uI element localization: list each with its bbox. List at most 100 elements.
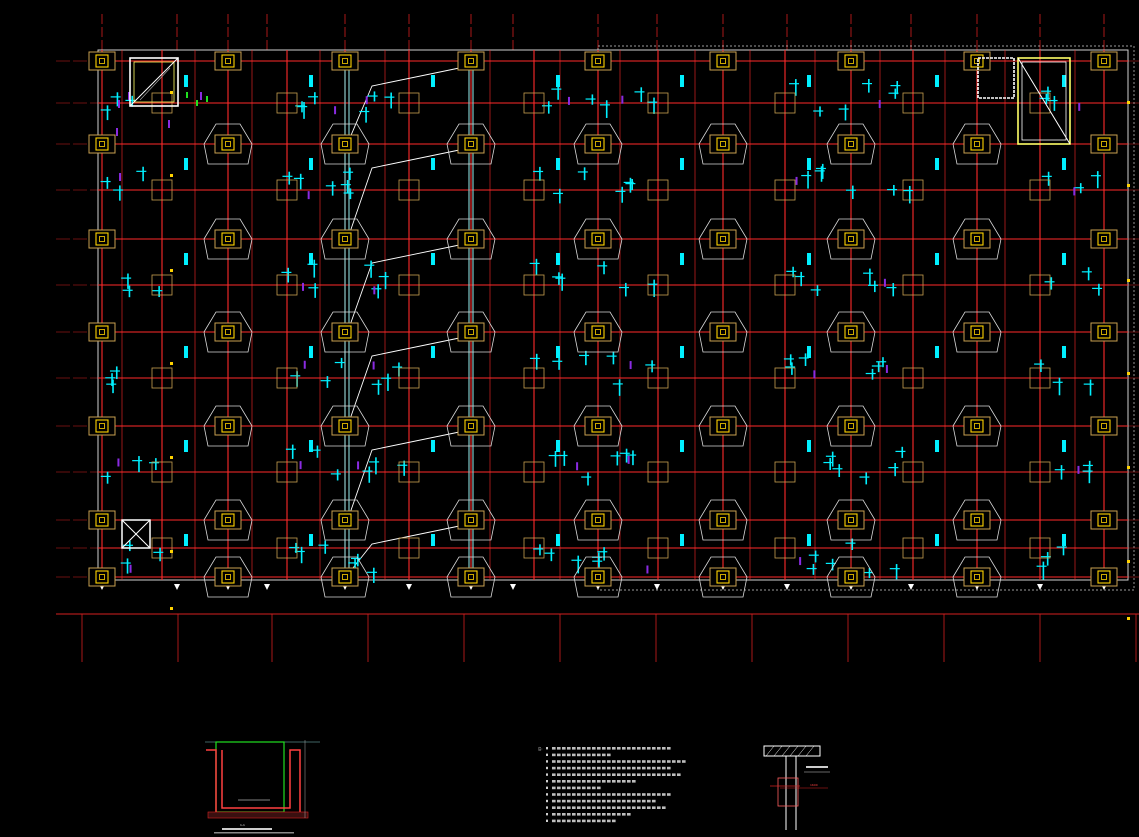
edge-marker xyxy=(170,550,173,553)
rebar-mark xyxy=(1046,552,1049,566)
note-glyph xyxy=(627,747,631,750)
rebar-mark xyxy=(831,451,834,467)
rebar-mark xyxy=(556,346,560,358)
note-glyph xyxy=(587,773,591,776)
column-inner xyxy=(720,423,726,429)
note-glyph xyxy=(562,799,566,803)
note-glyph xyxy=(557,766,561,770)
rebar-label xyxy=(348,562,359,564)
rebar-mark xyxy=(1040,359,1042,372)
note-number xyxy=(546,780,548,783)
note-glyph xyxy=(647,806,651,809)
rebar-mark-purple xyxy=(357,461,360,470)
note-glyph xyxy=(577,780,581,783)
rebar-mark xyxy=(1087,267,1090,281)
rebar-mark xyxy=(431,440,435,452)
column-core xyxy=(338,325,352,339)
note-glyph xyxy=(582,760,586,763)
note-glyph xyxy=(647,760,651,763)
column-core xyxy=(464,419,478,433)
rebar-label xyxy=(1047,99,1058,102)
rebar-mark xyxy=(556,253,560,265)
rebar-label xyxy=(838,108,849,110)
note-glyph xyxy=(552,786,556,790)
rebar-mark xyxy=(616,451,619,466)
rebar-label xyxy=(343,171,354,173)
rebar-mark-purple xyxy=(646,565,649,574)
rebar-mark xyxy=(640,87,643,102)
rebar-mark xyxy=(869,268,871,286)
rebar-mark xyxy=(680,440,684,452)
rebar-mark xyxy=(300,546,303,564)
rebar-mark xyxy=(838,464,841,478)
note-number xyxy=(546,813,548,816)
pile-cap-icon xyxy=(203,405,253,447)
note-glyph xyxy=(572,760,576,763)
note-glyph xyxy=(627,813,631,816)
note-glyph xyxy=(587,819,591,823)
note-glyph xyxy=(667,773,671,776)
edge-marker xyxy=(1127,617,1130,620)
rebar-mark xyxy=(680,534,684,546)
rebar-mark xyxy=(556,440,560,452)
rebar-label xyxy=(863,272,874,274)
column-core xyxy=(591,513,605,527)
rebar-mark xyxy=(556,534,560,546)
column-inner xyxy=(720,141,726,147)
column-inner xyxy=(225,574,231,580)
rebar-mark-purple xyxy=(1073,187,1076,196)
drop-panel xyxy=(523,274,545,296)
rebar-label xyxy=(845,542,856,544)
note-glyph xyxy=(572,780,576,783)
rebar-mark xyxy=(106,105,109,121)
note-glyph xyxy=(607,806,611,809)
note-glyph xyxy=(552,806,556,809)
rebar-label xyxy=(325,185,336,187)
grid-bubble-icon xyxy=(784,584,790,590)
note-glyph xyxy=(597,786,601,790)
rebar-mark xyxy=(346,180,349,194)
note-glyph xyxy=(622,780,626,783)
note-glyph xyxy=(612,799,616,803)
column-inner xyxy=(99,236,105,242)
column-inner xyxy=(974,574,980,580)
note-glyph xyxy=(602,747,606,750)
note-glyph xyxy=(627,773,631,776)
note-glyph xyxy=(567,780,571,783)
pile-cap-icon xyxy=(952,218,1002,260)
rebar-mark xyxy=(816,285,819,297)
rebar-label xyxy=(1036,565,1047,567)
note-glyph xyxy=(562,806,566,809)
column-inner xyxy=(720,58,726,64)
pile-cap-icon xyxy=(446,218,496,260)
rebar-mark xyxy=(309,440,313,452)
rebar-mark xyxy=(598,556,600,568)
note-glyph xyxy=(582,819,586,823)
drop-panel xyxy=(276,92,298,114)
drop-panel xyxy=(1029,274,1051,296)
beam-grid xyxy=(98,50,1128,580)
drop-panel xyxy=(774,92,796,114)
drop-panel xyxy=(647,537,669,559)
note-glyph xyxy=(662,806,666,809)
rebar-label xyxy=(381,377,392,379)
rebar-mark xyxy=(309,253,313,265)
note-glyph xyxy=(682,760,686,763)
rebar-label xyxy=(1034,363,1045,365)
rebar-mark xyxy=(893,184,895,196)
rebar-label xyxy=(887,188,898,191)
rebar-mark xyxy=(431,534,435,546)
grid-bubble-icon xyxy=(264,584,270,590)
rebar-mark xyxy=(814,550,817,563)
column-inner xyxy=(99,517,105,523)
rebar-label xyxy=(876,361,887,363)
rebar-mark xyxy=(1050,277,1053,290)
edge-marker xyxy=(1127,279,1130,282)
drop-panel xyxy=(1029,179,1051,201)
rebar-mark xyxy=(184,346,188,358)
rebar-mark xyxy=(384,271,387,290)
note-glyph xyxy=(557,806,561,809)
rebar-mark xyxy=(324,540,327,554)
ramp-slope xyxy=(348,242,470,329)
rebar-mark xyxy=(807,346,811,358)
